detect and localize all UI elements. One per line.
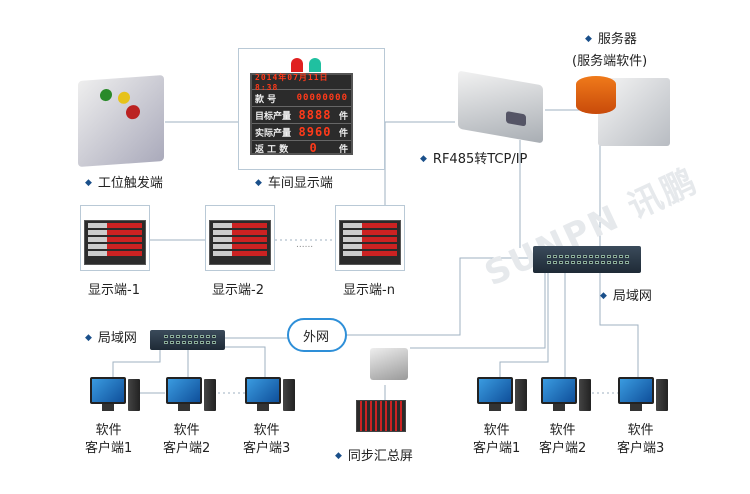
- internet-cloud-icon: [287, 318, 347, 352]
- switch-port: [607, 260, 611, 264]
- switch-port: [547, 260, 551, 264]
- client-pc-icon: [618, 377, 668, 417]
- client-pc-icon: [90, 377, 140, 417]
- switch-port: [194, 335, 198, 338]
- display-n-board: [339, 220, 401, 265]
- label-converter: ◆RF485转TCP/IP: [420, 152, 528, 167]
- switch-port: [613, 254, 617, 258]
- green-lamp-icon: [309, 58, 321, 72]
- board-date: 2014年07月11日 8:38: [255, 73, 329, 92]
- client-left-3: 软件客户端3: [243, 423, 291, 456]
- switch-port: [200, 335, 204, 338]
- switch-port: [212, 335, 216, 338]
- label-sync-screen: ◆同步汇总屏: [335, 449, 413, 464]
- switch-port: [547, 254, 551, 258]
- switch-port: [212, 341, 216, 344]
- switch-port: [565, 260, 569, 264]
- switch-port: [571, 260, 575, 264]
- label-display-n: 显示端-n: [343, 283, 395, 298]
- label-lan-right: ◆局域网: [600, 289, 652, 304]
- label-lan-left: ◆局域网: [85, 331, 137, 346]
- switch-port: [170, 341, 174, 344]
- switch-port: [188, 341, 192, 344]
- switch-port: [200, 341, 204, 344]
- red-lamp-icon: [291, 58, 303, 72]
- client-pc-icon: [477, 377, 527, 417]
- switch-port: [595, 260, 599, 264]
- board-value: 0: [309, 141, 318, 155]
- board-label: 实际产量: [255, 128, 292, 139]
- client-right-3: 软件客户端3: [617, 423, 665, 456]
- switch-port: [607, 254, 611, 258]
- switch-port: [194, 341, 198, 344]
- label-internet: 外网: [303, 330, 330, 345]
- switch-port: [583, 254, 587, 258]
- label-ellipsis: ......: [296, 240, 314, 250]
- switch-port: [625, 260, 629, 264]
- workshop-display-board: 2014年07月11日 8:38 款 号 00000000 目标产量 8888 件 实…: [250, 73, 353, 155]
- switch-port: [589, 254, 593, 258]
- switch-port: [595, 254, 599, 258]
- switch-port: [164, 341, 168, 344]
- switch-port: [577, 254, 581, 258]
- label-display-1: 显示端-1: [88, 283, 140, 298]
- lan-switch-right: [533, 246, 641, 273]
- switch-port: [619, 254, 623, 258]
- label-trigger: ◆工位触发端: [85, 176, 163, 191]
- label-display-2: 显示端-2: [212, 283, 264, 298]
- client-pc-icon: [541, 377, 591, 417]
- client-left-1: 软件客户端1: [85, 423, 133, 456]
- client-right-1: 软件客户端1: [473, 423, 521, 456]
- lan-switch-left: [150, 330, 225, 350]
- switch-port: [571, 254, 575, 258]
- switch-port: [182, 335, 186, 338]
- switch-port: [583, 260, 587, 264]
- board-value: 8888: [298, 108, 332, 122]
- board-unit: 件: [338, 111, 348, 122]
- database-icon: [576, 76, 616, 114]
- board-label: 返 工 数: [255, 144, 289, 155]
- switch-port: [206, 341, 210, 344]
- switch-port: [613, 260, 617, 264]
- switch-port: [625, 254, 629, 258]
- switch-port: [176, 341, 180, 344]
- switch-port: [601, 260, 605, 264]
- board-label: 目标产量: [255, 111, 292, 122]
- switch-port: [188, 335, 192, 338]
- display-1-board: [84, 220, 146, 265]
- sync-summary-screen: [356, 400, 406, 432]
- board-label: 款 号: [255, 94, 277, 105]
- label-server-software: (服务端软件): [572, 54, 648, 69]
- switch-port: [619, 260, 623, 264]
- switch-port: [559, 260, 563, 264]
- switch-port: [176, 335, 180, 338]
- switch-port: [170, 335, 174, 338]
- client-pc-icon: [245, 377, 295, 417]
- switch-port: [182, 341, 186, 344]
- switch-port: [206, 335, 210, 338]
- trigger-box-image: [78, 74, 164, 168]
- switch-port: [565, 254, 569, 258]
- switch-port: [559, 254, 563, 258]
- switch-port: [164, 335, 168, 338]
- board-unit: 件: [338, 128, 348, 139]
- label-workshop-display: ◆车间显示端: [255, 176, 333, 191]
- switch-port: [601, 254, 605, 258]
- label-server: ◆服务器: [585, 32, 637, 47]
- display-2-board: [209, 220, 271, 265]
- switch-port: [577, 260, 581, 264]
- client-pc-icon: [166, 377, 216, 417]
- switch-port: [553, 254, 557, 258]
- switch-port: [553, 260, 557, 264]
- sync-converter-image: [370, 348, 408, 380]
- board-value: 8960: [298, 125, 332, 139]
- client-right-2: 软件客户端2: [539, 423, 587, 456]
- switch-port: [589, 260, 593, 264]
- client-left-2: 软件客户端2: [163, 423, 211, 456]
- board-value: 00000000: [296, 93, 348, 103]
- board-unit: 件: [338, 144, 348, 155]
